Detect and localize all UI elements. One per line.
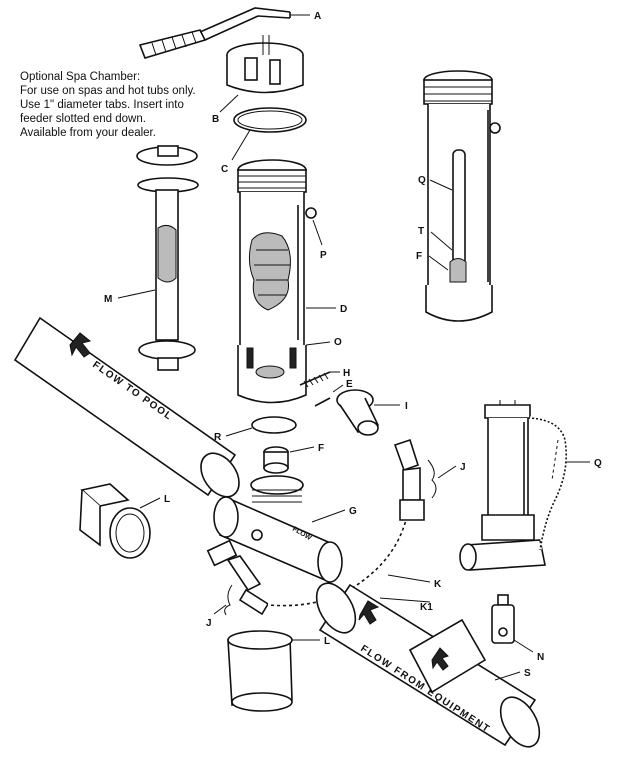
label-e: E [346, 379, 353, 390]
label-j-left: J [206, 618, 212, 629]
label-a: A [314, 11, 321, 22]
label-m: M [104, 294, 112, 305]
part-i-valve [336, 389, 380, 436]
label-k: K [434, 579, 442, 590]
label-d: D [340, 304, 347, 315]
part-b-cap [226, 35, 304, 94]
label-t: T [418, 226, 424, 237]
label-h: H [343, 368, 350, 379]
label-f-cap: F [318, 443, 324, 454]
note-line: Optional Spa Chamber: [20, 71, 141, 83]
note-line: feeder slotted end down. [20, 113, 146, 125]
note-line: Use 1" diameter tabs. Insert into [20, 99, 184, 111]
label-i: I [405, 401, 408, 412]
part-c-oring [233, 107, 307, 133]
part-d-chamber [237, 159, 317, 404]
label-b: B [212, 114, 219, 125]
part-l-bushing-top [79, 483, 151, 559]
part-r-oring [251, 416, 297, 434]
label-k1: K1 [420, 602, 433, 613]
label-j-right: J [460, 462, 466, 473]
label-n: N [537, 652, 544, 663]
part-h-screw [299, 371, 331, 388]
part-f-check-valve [263, 446, 289, 474]
note-line: Available from your dealer. [20, 127, 156, 139]
label-q-top: Q [418, 175, 426, 186]
part-j-right-elbow [393, 438, 425, 521]
part-g-tee: FLOW [213, 475, 343, 583]
part-m-spa-chamber [136, 145, 199, 371]
label-s: S [524, 668, 531, 679]
part-e-screw [314, 397, 331, 407]
note-line: For use on spas and hot tubs only. [20, 85, 196, 97]
label-g: G [349, 506, 357, 517]
label-f-top: F [416, 251, 422, 262]
spa-chamber-note: Optional Spa Chamber: For use on spas an… [20, 70, 220, 140]
label-p: P [320, 250, 327, 261]
pipe-flow-to-pool: FLOW TO POOL [13, 316, 240, 498]
label-c: C [221, 164, 228, 175]
part-j-left-elbow [206, 539, 270, 616]
part-a-wrench [138, 7, 291, 59]
part-s-union [408, 618, 487, 694]
assembled-feeder-with-tee [459, 400, 568, 571]
part-l-bushing-bottom [227, 630, 293, 712]
label-l-top: L [164, 494, 170, 505]
label-l-bottom: L [324, 636, 330, 647]
part-n-bottle [491, 594, 515, 644]
label-o: O [334, 337, 342, 348]
assembled-feeder-top-right [423, 70, 501, 322]
part-k-tubing [267, 511, 411, 609]
label-r: R [214, 432, 222, 443]
label-q-right: Q [594, 458, 602, 469]
